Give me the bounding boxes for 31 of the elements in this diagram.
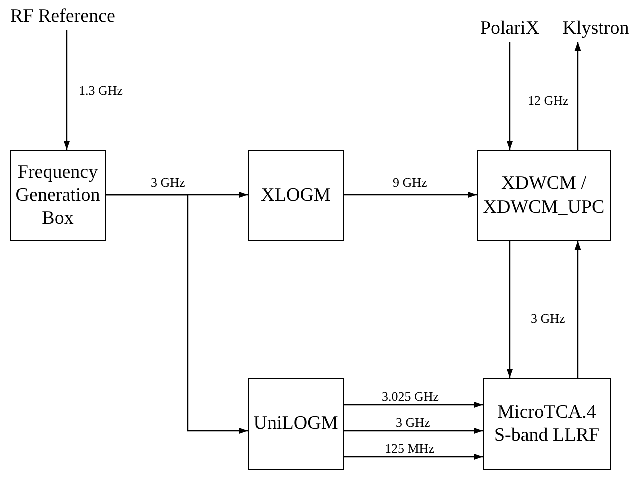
process-box xyxy=(483,378,611,470)
arrow xyxy=(106,194,248,434)
edge-label: 9 GHz xyxy=(392,176,428,189)
edge-label: 3 GHz xyxy=(530,312,566,325)
edge-label: 1.3 GHz xyxy=(78,84,124,97)
arrow xyxy=(506,42,514,150)
arrow xyxy=(574,42,582,150)
box-label: MicroTCA.4 S-band LLRF xyxy=(493,400,601,448)
process-box xyxy=(10,150,106,241)
arrow xyxy=(64,30,70,150)
process-box xyxy=(248,378,344,470)
arrow xyxy=(344,402,483,408)
arrow xyxy=(344,454,483,460)
box-label: XDWCM / XDWCM_UPC xyxy=(482,172,606,219)
edge-label: 125 MHz xyxy=(384,442,436,455)
box-label: XLOGM xyxy=(260,184,332,208)
edge-label: 12 GHz xyxy=(527,94,570,107)
edge-label: 3 GHz xyxy=(395,416,432,429)
node-label: RF Reference xyxy=(10,5,116,29)
edge-label: 3.025 GHz xyxy=(381,390,440,403)
node-label: Klystron xyxy=(562,17,630,41)
arrow xyxy=(506,241,514,378)
arrow xyxy=(574,241,582,378)
node-label: PolariX xyxy=(480,17,540,41)
arrow xyxy=(344,428,483,434)
edge-label: 3 GHz xyxy=(150,176,186,189)
arrow xyxy=(344,192,477,198)
box-label: UniLOGM xyxy=(252,412,340,436)
box-label: Frequency Generation Box xyxy=(14,160,102,230)
process-box xyxy=(477,150,611,241)
process-box xyxy=(248,150,344,241)
